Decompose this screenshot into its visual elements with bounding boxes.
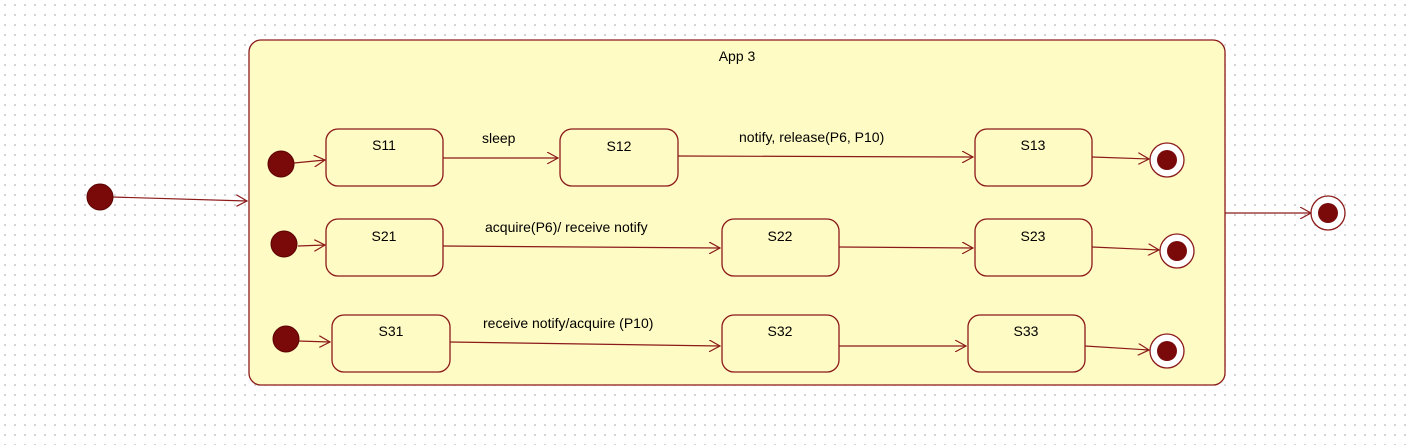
state-label: S11 [372, 137, 396, 153]
state-label: S13 [1021, 137, 1046, 153]
state-label: S31 [379, 323, 404, 339]
transition-initial-2-to-s21[interactable] [297, 245, 325, 246]
state-label: S32 [768, 323, 793, 339]
transition-label-notify-release: notify, release(P6, P10) [739, 129, 884, 145]
transition-s23-to-final-2[interactable] [1091, 247, 1159, 250]
transition-s22-to-s23[interactable] [838, 247, 973, 248]
initial-node-3-icon[interactable] [272, 325, 300, 353]
initial-node-1-icon[interactable] [267, 150, 295, 178]
transition-label-acquire-p6: acquire(P6)/ receive notify [485, 219, 648, 235]
final-node-1-icon[interactable] [1149, 142, 1185, 178]
state-label: S23 [1021, 228, 1046, 244]
initial-node-2-icon[interactable] [270, 230, 298, 258]
transition-s33-to-final-3[interactable] [1084, 346, 1149, 350]
transition-label-acquire-p10: receive notify/acquire (P10) [483, 315, 653, 331]
transition-s13-to-final-1[interactable] [1091, 157, 1149, 159]
state-s22[interactable]: S22 [721, 218, 840, 277]
state-s11[interactable]: S11 [325, 128, 444, 187]
state-s13[interactable]: S13 [974, 128, 1093, 187]
state-s12[interactable]: S12 [559, 128, 679, 187]
transition-outer-initial-to-app3[interactable] [111, 197, 247, 201]
final-node-2-icon[interactable] [1159, 233, 1195, 269]
state-label: S21 [372, 228, 397, 244]
transition-label-sleep: sleep [482, 130, 516, 146]
state-s32[interactable]: S32 [721, 314, 840, 373]
transition-initial-3-to-s31[interactable] [297, 341, 330, 342]
state-s23[interactable]: S23 [974, 218, 1093, 277]
outer-final-node-icon[interactable] [1310, 195, 1346, 231]
transitions [111, 156, 1311, 350]
transition-s31-to-s32[interactable] [449, 342, 720, 346]
state-label: S12 [607, 138, 632, 154]
transition-s21-to-s22[interactable] [442, 246, 720, 248]
outer-initial-node-icon[interactable] [86, 183, 114, 211]
state-s33[interactable]: S33 [967, 314, 1086, 373]
state-label: S33 [1014, 323, 1039, 339]
state-s31[interactable]: S31 [331, 314, 451, 373]
state-s21[interactable]: S21 [325, 218, 444, 277]
state-label: S22 [768, 228, 793, 244]
composite-state-label: App 3 [719, 48, 756, 64]
transition-s12-to-s13[interactable] [677, 156, 973, 157]
transition-initial-1-to-s11[interactable] [293, 160, 325, 163]
final-node-3-icon[interactable] [1149, 333, 1185, 369]
